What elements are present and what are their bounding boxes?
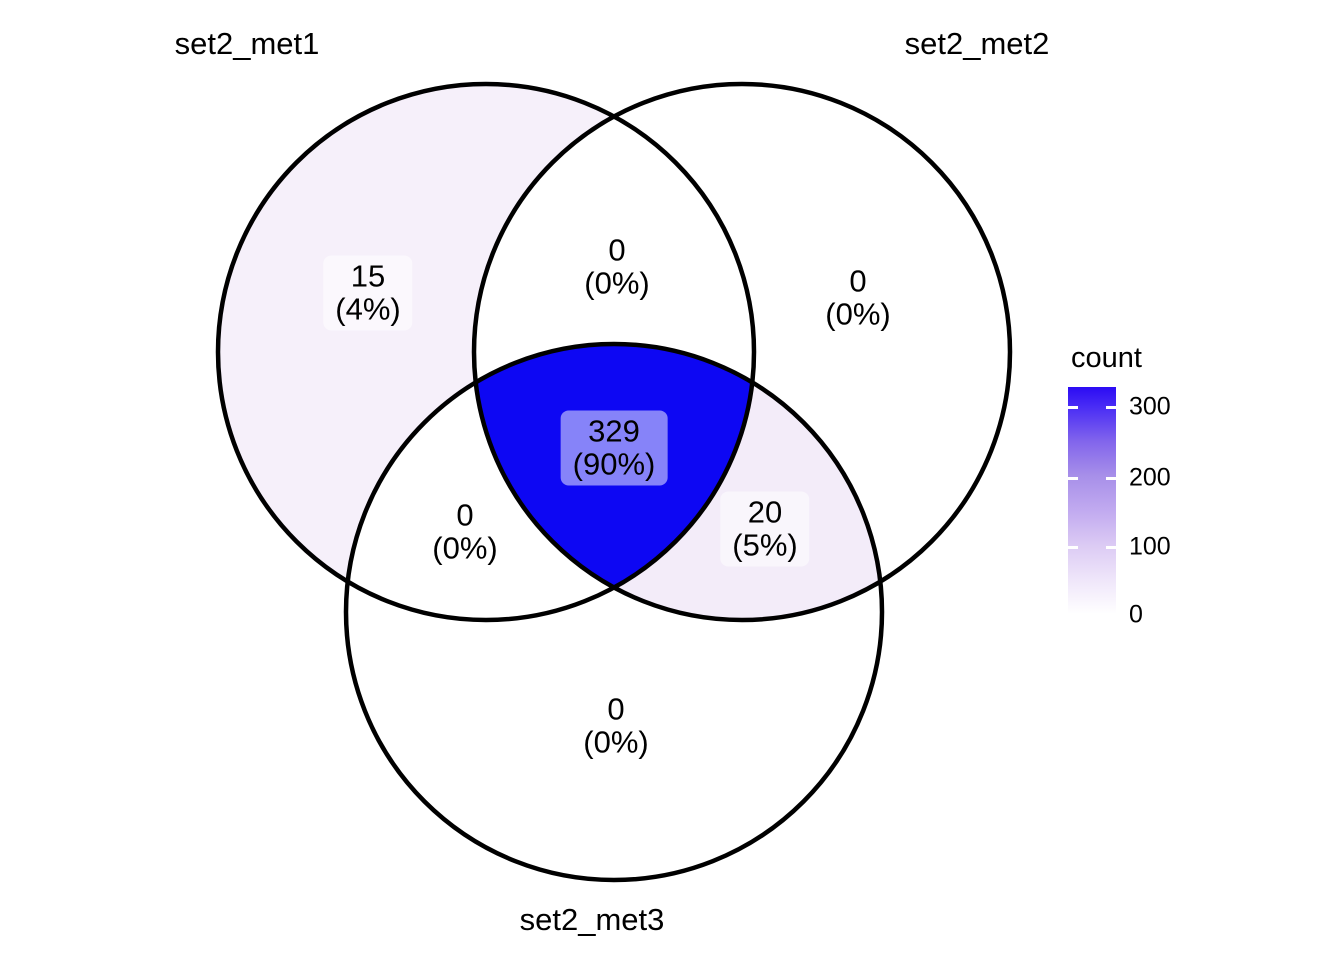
region-count: 0 [607,691,625,727]
region-count: 0 [608,232,626,268]
region-label-set1-set3: 0 (0%) [420,494,510,570]
region-percent: (0%) [583,724,649,759]
region-label-set2-only: 0 (0%) [813,260,903,336]
legend-title: count [1071,342,1142,374]
region-percent: (90%) [572,446,656,481]
region-label-set3-only: 0 (0%) [571,688,661,764]
legend-tick-label-0: 0 [1129,600,1143,629]
region-label-set1-only: 15 (4%) [323,255,413,331]
region-count: 0 [456,497,474,533]
legend-tick-100-right [1106,545,1116,549]
set-title-set2_met3: set2_met3 [519,902,665,937]
region-percent: (0%) [825,296,891,331]
legend-tick-label-200: 200 [1129,463,1171,492]
legend-gradient-bar [1068,387,1116,614]
legend-tick-200-right [1106,476,1116,480]
legend-tick-100-left [1068,545,1078,549]
region-percent: (0%) [432,530,498,565]
circle-outline-set2 [471,81,1013,623]
region-percent: (4%) [335,291,401,326]
region-percent: (5%) [732,527,798,562]
circle-outline-set1 [215,81,757,623]
legend-tick-200-left [1068,476,1078,480]
region-count: 329 [588,413,640,449]
circle-outline-set3 [343,341,885,883]
set-title-set2_met1: set2_met1 [174,26,320,61]
legend-tick-300-left [1068,405,1078,409]
region-label-set1-set2: 0 (0%) [572,229,662,305]
legend-tick-label-100: 100 [1129,532,1171,561]
region-label-center: 329 (90%) [560,410,668,486]
region-count: 15 [350,258,386,294]
set-title-set2_met2: set2_met2 [904,26,1050,61]
legend-tick-label-300: 300 [1129,392,1171,421]
region-percent: (0%) [584,265,650,300]
legend-tick-300-right [1106,405,1116,409]
region-label-set2-set3: 20 (5%) [720,491,810,567]
region-count: 0 [849,263,867,299]
region-count: 20 [747,494,783,530]
